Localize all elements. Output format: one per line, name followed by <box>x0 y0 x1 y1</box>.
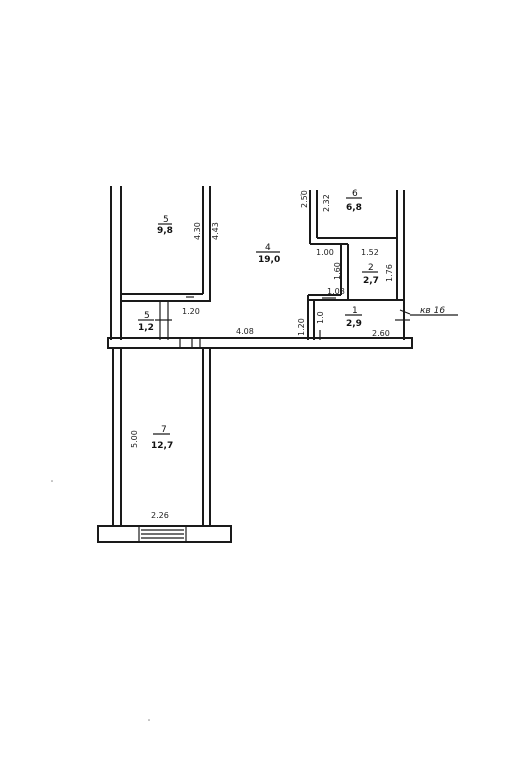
room-4-area: 19,0 <box>258 255 280 265</box>
room-6-area: 6,8 <box>346 203 362 213</box>
corridor-wall <box>107 337 413 349</box>
dim-4-43: 4.43 <box>211 222 220 240</box>
room-5-number: 5 <box>163 215 169 225</box>
right-rooms-walls <box>307 190 405 340</box>
room-7-area: 12,7 <box>151 441 173 451</box>
dim-1-20-side: 1.20 <box>297 318 306 336</box>
room-5-walls <box>110 186 211 340</box>
room-1-area: 2,9 <box>346 319 362 329</box>
room-4-number: 4 <box>265 243 271 253</box>
dim-1-52: 1.52 <box>361 248 379 257</box>
dim-5-00: 5.00 <box>130 430 139 448</box>
dim-1-20-top: 1.20 <box>182 307 200 316</box>
dim-1-00-a: 1.00 <box>316 248 334 257</box>
room-5-small-area: 1,2 <box>138 323 154 333</box>
dim-4-30: 4.30 <box>193 222 202 240</box>
dimension-ticks <box>155 296 411 340</box>
dim-2-32: 2.32 <box>322 194 331 212</box>
dim-1-08: 1.08 <box>327 287 345 296</box>
dim-2-26: 2.26 <box>151 511 169 520</box>
dim-1-60: 1.60 <box>333 262 342 280</box>
dim-1-76: 1.76 <box>385 264 394 282</box>
flat-label: кв 16 <box>420 306 445 316</box>
dim-4-08: 4.08 <box>236 327 254 336</box>
room-2-area: 2,7 <box>363 276 379 286</box>
room-7-walls <box>97 348 232 543</box>
dim-2-50: 2.50 <box>300 190 309 208</box>
room-2-number: 2 <box>368 263 374 273</box>
room-6-number: 6 <box>352 189 358 199</box>
room-7-number: 7 <box>161 425 167 435</box>
room-5-area: 9,8 <box>157 226 173 236</box>
dim-2-60: 2.60 <box>372 329 390 338</box>
room-1-number: 1 <box>352 306 358 316</box>
room-5-small-number: 5 <box>144 311 150 321</box>
dim-1-0-side: 1.0 <box>316 311 325 324</box>
